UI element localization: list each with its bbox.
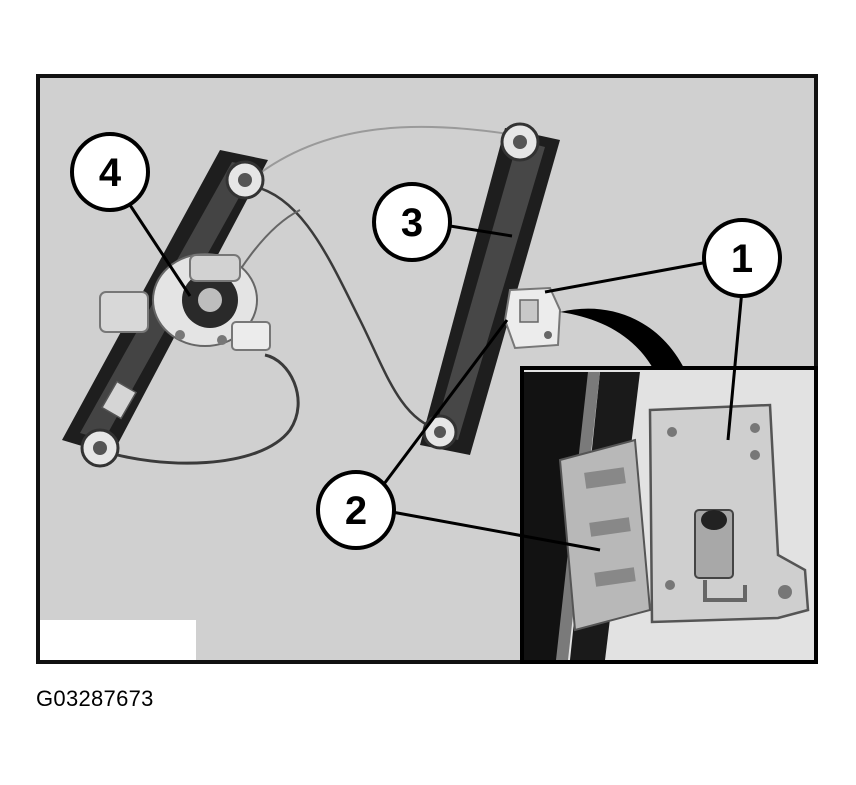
inset-clamp-block <box>558 438 652 632</box>
leader-line-1b <box>726 289 744 441</box>
callout-label: 4 <box>99 151 122 195</box>
callout-3: 3 <box>372 182 452 262</box>
pulley <box>238 173 252 187</box>
rail-slider <box>100 380 138 420</box>
leader-line-3 <box>449 224 513 238</box>
window-carrier-bracket <box>503 286 562 350</box>
regulator-cable <box>99 353 300 465</box>
pulley <box>93 441 107 455</box>
window-regulator <box>62 122 562 468</box>
leader-line-1a <box>544 260 709 294</box>
detail-arrow <box>560 308 685 372</box>
callout-2: 2 <box>316 470 396 550</box>
regulator-cable <box>244 125 516 186</box>
leader-lines <box>126 201 744 552</box>
regulator-cable <box>244 183 441 432</box>
callout-4: 4 <box>70 132 150 212</box>
leader-line-2b <box>391 510 601 552</box>
callout-label: 1 <box>731 237 753 281</box>
callout-1: 1 <box>702 218 782 298</box>
figure-id: G03287673 <box>36 686 154 711</box>
callout-label: 2 <box>345 489 367 533</box>
inset-detail <box>520 366 818 664</box>
pulley <box>513 135 527 149</box>
callout-label: 3 <box>401 201 423 245</box>
blank-label-patch <box>40 620 196 660</box>
inset-rail <box>524 372 590 660</box>
right-guide-rail-face <box>434 140 545 440</box>
pulley <box>434 426 446 438</box>
leader-line-4 <box>126 201 192 297</box>
leader-line-2a <box>376 319 509 493</box>
regulator-cable <box>239 209 301 271</box>
